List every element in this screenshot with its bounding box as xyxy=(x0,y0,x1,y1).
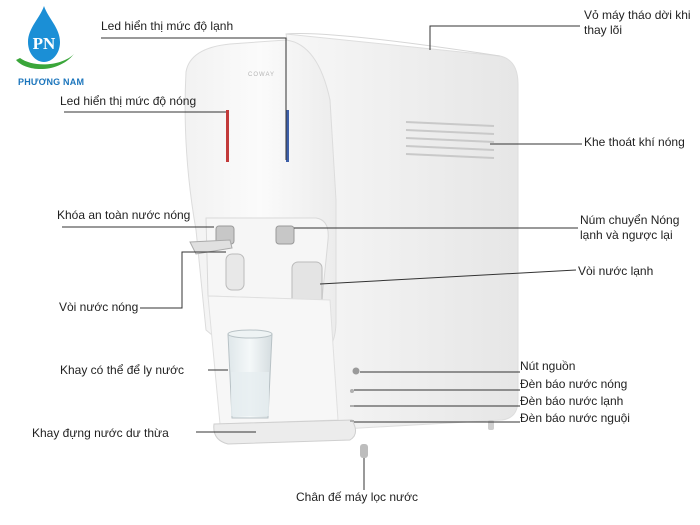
cool-indicator-light xyxy=(350,420,354,422)
drip-tray xyxy=(213,419,356,445)
power-button[interactable] xyxy=(352,367,360,375)
label-base: Chân đế máy lọc nước xyxy=(296,490,418,504)
glass-rim xyxy=(227,329,273,339)
label-drip-tray: Khay đựng nước dư thừa xyxy=(32,426,169,440)
cold-led-strip xyxy=(286,110,289,162)
label-hot-tap: Vòi nước nóng xyxy=(59,300,139,314)
shell-top-edge xyxy=(285,32,501,57)
leader-led-cold xyxy=(101,37,287,160)
label-cold-tap: Vòi nước lạnh xyxy=(578,264,654,278)
label-power: Nút nguồn xyxy=(520,359,576,373)
cold-indicator-light xyxy=(350,405,354,407)
label-switch: Núm chuyển Nóng lạnh và ngược lại xyxy=(580,213,680,242)
label-hot-light: Đèn báo nước nóng xyxy=(520,377,628,391)
leader-lines xyxy=(62,25,582,490)
leaf-swoosh-icon xyxy=(16,54,74,70)
label-led-cold: Led hiển thị mức độ lạnh xyxy=(101,19,234,33)
logo-initials: PN xyxy=(33,34,56,53)
mode-switch-knob[interactable] xyxy=(275,225,295,245)
label-led-hot: Led hiển thị mức độ nóng xyxy=(60,94,197,108)
hot-indicator-light xyxy=(350,389,354,393)
hot-lever[interactable] xyxy=(189,239,233,255)
glass-water xyxy=(231,372,269,416)
vent-slots xyxy=(405,121,495,159)
label-cold-light: Đèn báo nước lạnh xyxy=(520,394,624,408)
lower-column xyxy=(207,295,339,425)
leader-cold-tap xyxy=(319,269,577,285)
water-drop-icon xyxy=(28,6,60,62)
label-vent: Khe thoát khí nóng xyxy=(584,135,685,149)
machine-body: COWAY xyxy=(184,32,519,458)
leader-hot-tap xyxy=(140,251,226,309)
leader-shell xyxy=(429,25,580,50)
front-brand-mark: COWAY xyxy=(248,72,275,78)
label-shell: Vỏ máy tháo dời khi thay lõi xyxy=(584,8,691,37)
label-cool-light: Đèn báo nước nguội xyxy=(520,411,630,425)
hot-spout xyxy=(225,253,245,291)
hot-led-strip xyxy=(226,110,229,162)
label-hot-lock: Khóa an toàn nước nóng xyxy=(57,208,191,222)
base-foot xyxy=(360,444,368,458)
logo-brand-name: PHƯƠNG NAM xyxy=(18,77,85,87)
label-cup-tray: Khay có thể để ly nước xyxy=(60,363,184,377)
brand-logo: PN xyxy=(16,6,74,70)
